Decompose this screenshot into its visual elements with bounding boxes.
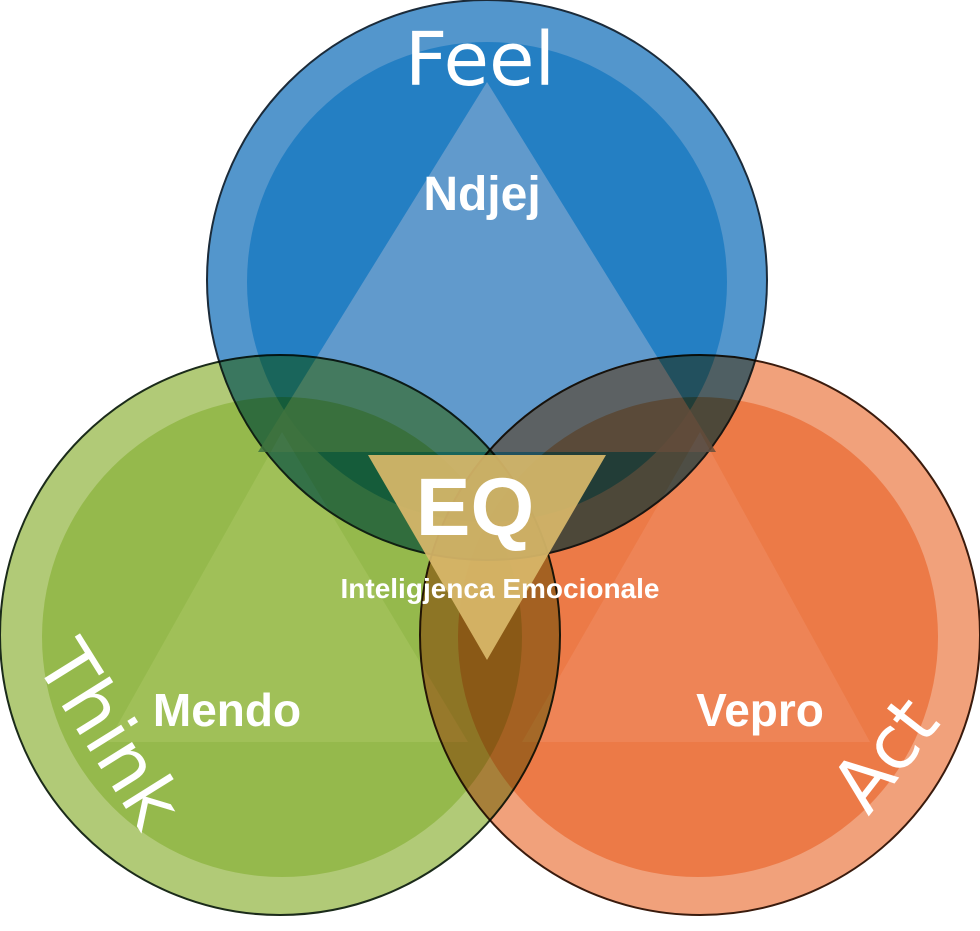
feel-inner-label: Ndjej [423,168,540,221]
feel-outer-label: Feel [405,17,555,103]
feel-triangle [258,82,716,452]
act-triangle [522,432,870,742]
act-circle [419,354,980,916]
eq-triangle [368,455,606,660]
eq-subtitle: Inteligjenca Emocionale [341,573,660,604]
eq-title: EQ [416,462,534,553]
think-triangle [108,432,468,742]
think-inner-label: Mendo [153,684,301,736]
act-inner-label: Vepro [696,684,824,736]
